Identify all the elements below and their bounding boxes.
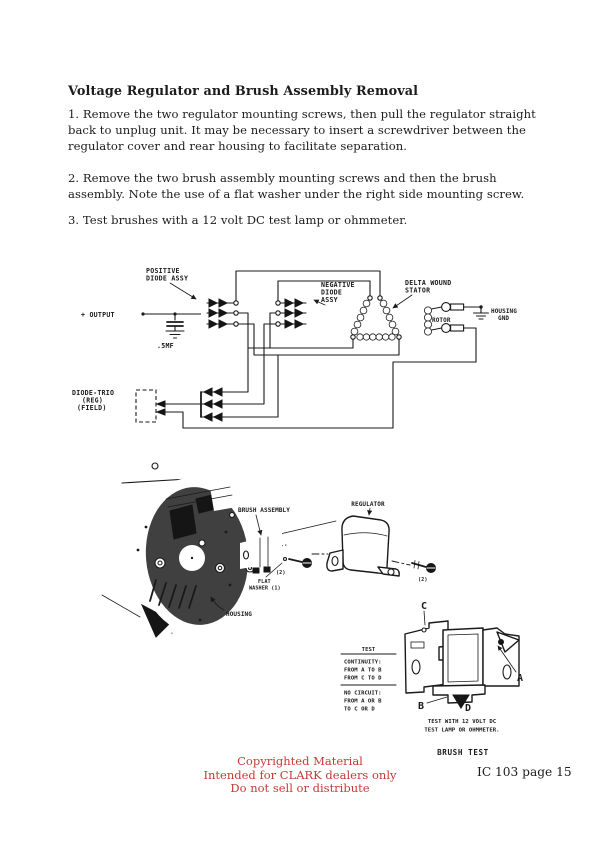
negative-diode-assembly: NEGATIVE DIODE ASSY <box>275 281 355 339</box>
continuity-line-3: FROM C TO D <box>344 676 382 682</box>
step-2-text: 2. Remove the two brush assembly mountin… <box>68 171 525 201</box>
copyright-line-2: Intended for CLARK dealers only <box>203 767 397 782</box>
flat-washer-label-1: FLAT <box>258 579 271 585</box>
positive-diode-assembly: POSITIVE DIODE ASSY <box>146 267 239 338</box>
step-1-text: 1. Remove the two regulator mounting scr… <box>68 107 536 153</box>
output-branch: + OUTPUT .5MF <box>81 311 202 350</box>
copyright-line-1: Copyrighted Material <box>237 754 363 768</box>
copyright-notice: Copyrighted Material Intended for CLARK … <box>150 754 450 796</box>
output-label: + OUTPUT <box>81 311 115 319</box>
exploded-view-diagram: HOUSING (2) FLAT WASHER (1) BRUSH ASSEM <box>84 457 436 639</box>
no-circuit-line-3: TO C OR D <box>344 707 375 713</box>
housing-label: HOUSING <box>226 611 252 618</box>
continuity-line-2: FROM A TO B <box>344 668 382 674</box>
capacitor-label: .5MF <box>157 342 174 350</box>
diode-trio-label-1: DIODE-TRIO <box>72 389 114 397</box>
housing-gnd-label-2: GND <box>498 315 509 322</box>
flat-washer-label-2: WASHER (1) <box>249 586 281 592</box>
terminal-b-label: B <box>418 701 424 712</box>
rotor: ROTOR HOUSING GND <box>160 302 517 429</box>
brush-test-caption: BRUSH TEST <box>437 748 489 757</box>
page-title: Voltage Regulator and Brush Assembly Rem… <box>68 84 419 99</box>
test-note-line-2: TEST LAMP OR OHMMETER. <box>424 728 499 734</box>
housing-gnd-label-1: HOUSING <box>491 308 517 315</box>
test-table-header: TEST <box>362 647 376 653</box>
copyright-line-3: Do not sell or distribute <box>230 781 370 795</box>
wiring-mesh <box>229 270 400 418</box>
alternator-housing: HOUSING <box>84 457 259 639</box>
regulator-label: REGULATOR <box>351 501 385 508</box>
brush-test-diagram: TEST CONTINUITY: FROM A TO B FROM C TO D… <box>340 601 523 757</box>
negative-diode-label-2: DIODE <box>321 289 342 297</box>
test-table: TEST CONTINUITY: FROM A TO B FROM C TO D… <box>340 641 397 714</box>
stator-label-1: DELTA WOUND <box>405 279 451 287</box>
wiring-diagram: + OUTPUT .5MF POSITIVE DIODE ASSY <box>72 267 517 429</box>
brush-assembly-part: (2) FLAT WASHER (1) BRUSH ASSEMBLY <box>238 507 337 592</box>
test-note-line-1: TEST WITH 12 VOLT DC <box>428 719 496 725</box>
diode-trio: DIODE-TRIO (REG) (FIELD) <box>72 387 231 423</box>
no-circuit-line-1: NO CIRCUIT: <box>344 691 382 697</box>
no-circuit-line-2: FROM A OR B <box>344 699 382 705</box>
rotor-label: ROTOR <box>432 317 451 324</box>
positive-diode-label-1: POSITIVE <box>146 267 180 275</box>
negative-diode-label-3: ASSY <box>321 296 338 304</box>
terminal-a-label: A <box>517 673 523 684</box>
diode-trio-label-2: (REG) <box>82 397 103 405</box>
step-3-text: 3. Test brushes with a 12 volt DC test l… <box>68 213 408 227</box>
page-reference: IC 103 page 15 <box>477 765 572 779</box>
positive-diode-label-2: DIODE ASSY <box>146 275 188 283</box>
terminal-d-label: D <box>465 703 471 714</box>
brush-screw-qty-label: (2) <box>276 570 286 576</box>
regulator-screw-qty-label: (2) <box>418 577 428 583</box>
stator: DELTA WOUND STATOR <box>350 279 451 341</box>
diode-trio-label-3: (FIELD) <box>77 404 107 412</box>
regulator-part: REGULATOR (2) <box>311 501 436 583</box>
negative-diode-label-1: NEGATIVE <box>321 281 355 289</box>
brush-assembly-test-drawing: C A B D <box>404 601 523 714</box>
continuity-line-1: CONTINUITY: <box>344 660 382 666</box>
terminal-c-label: C <box>421 601 427 612</box>
stator-label-2: STATOR <box>405 287 430 295</box>
brush-assembly-label: BRUSH ASSEMBLY <box>238 507 290 514</box>
